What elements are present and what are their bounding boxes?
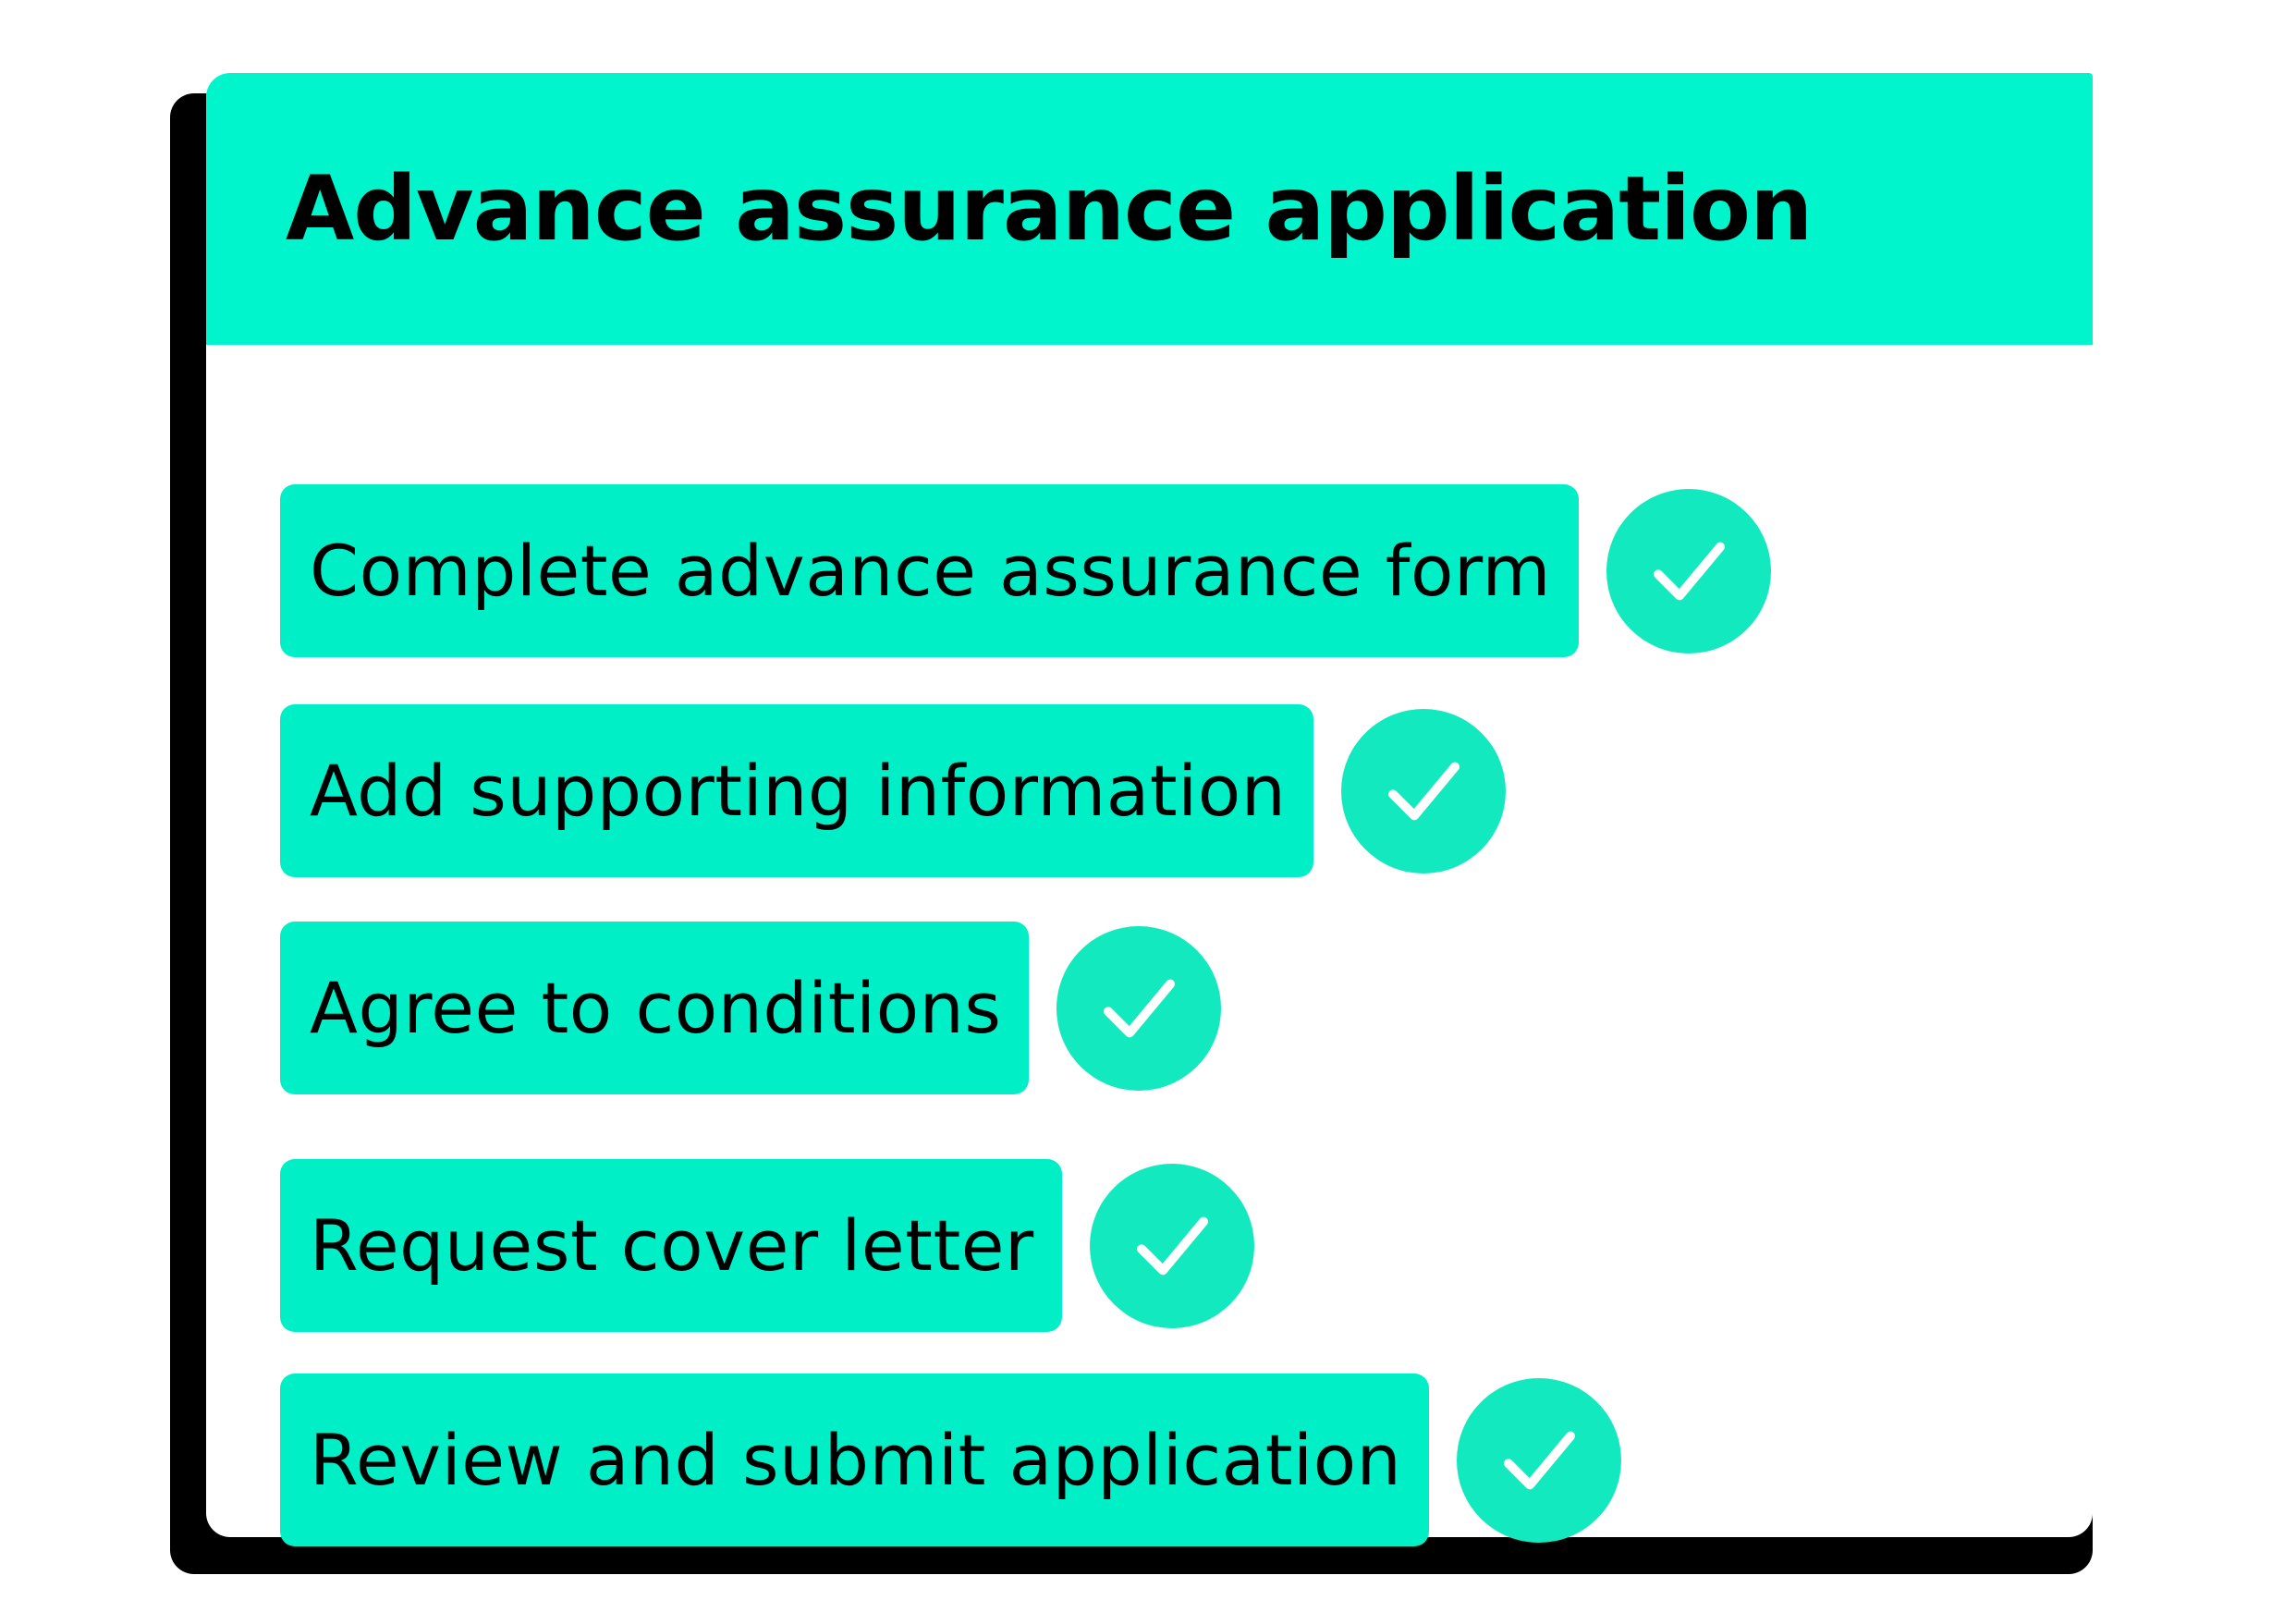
page-title: Advance assurance application: [286, 157, 1813, 261]
checklist-item-pill[interactable]: Add supporting information: [280, 704, 1314, 877]
application-card: Advance assurance application Complete a…: [170, 73, 2093, 1574]
checklist-item-label: Request cover letter: [310, 1203, 1034, 1287]
checklist-item-pill[interactable]: Review and submit application: [280, 1374, 1430, 1546]
checklist-item-pill[interactable]: Complete advance assurance form: [280, 484, 1579, 657]
checklist-item-pill[interactable]: Agree to conditions: [280, 922, 1030, 1094]
checklist-item[interactable]: Add supporting information: [280, 704, 1507, 877]
checklist-item-label: Complete advance assurance form: [310, 529, 1551, 612]
checklist-item[interactable]: Review and submit application: [280, 1374, 1622, 1546]
check-icon: [1457, 1377, 1622, 1543]
checklist: Complete advance assurance form Add supp…: [206, 345, 2093, 1546]
checklist-item-label: Agree to conditions: [310, 966, 1002, 1049]
check-icon: [1089, 1163, 1254, 1328]
check-icon: [1056, 925, 1222, 1091]
checklist-item[interactable]: Complete advance assurance form: [280, 484, 1771, 657]
check-icon: [1606, 488, 1771, 653]
checklist-item-pill[interactable]: Request cover letter: [280, 1159, 1062, 1332]
checklist-item[interactable]: Request cover letter: [280, 1159, 1254, 1332]
checklist-item-label: Add supporting information: [310, 749, 1287, 832]
checklist-item[interactable]: Agree to conditions: [280, 922, 1222, 1094]
check-icon: [1341, 708, 1507, 873]
checklist-item-label: Review and submit application: [310, 1418, 1402, 1501]
card-header: Advance assurance application: [206, 73, 2093, 345]
